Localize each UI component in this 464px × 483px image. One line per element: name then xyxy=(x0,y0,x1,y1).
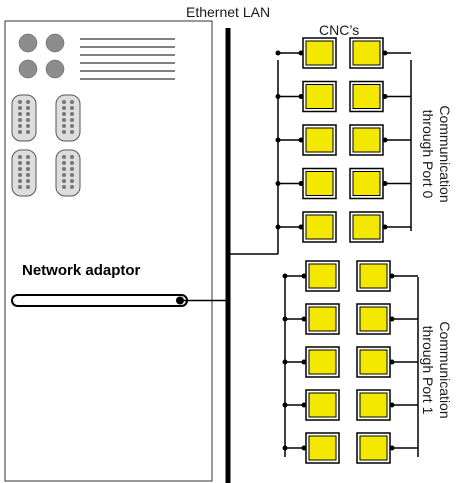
port1-label-line2: through Port 1 xyxy=(420,325,436,415)
cnc-box xyxy=(359,435,388,461)
cnc-rows-port-0 xyxy=(275,37,411,243)
junction-dot xyxy=(282,402,288,408)
junction-dot xyxy=(275,181,281,186)
junction-dot xyxy=(282,359,288,365)
cnc-box xyxy=(352,40,381,66)
cnc-box xyxy=(305,40,334,66)
junction-dot xyxy=(282,316,288,322)
dsub-connector xyxy=(55,94,81,142)
cnc-box xyxy=(308,435,337,461)
cnc-row xyxy=(275,167,411,200)
cnc-box xyxy=(359,306,388,332)
port1-label: Communication through Port 1 xyxy=(419,285,453,455)
dsub-connectors xyxy=(11,94,81,197)
cncs-label: CNC’s xyxy=(319,22,360,38)
cnc-box xyxy=(305,171,334,196)
junction-dot xyxy=(275,50,281,56)
junction-dot xyxy=(275,137,281,143)
cnc-box xyxy=(352,214,381,240)
junction-dot xyxy=(282,273,288,279)
network-adaptor-label: Network adaptor xyxy=(22,262,141,279)
dsub-connector xyxy=(11,94,37,142)
junction-dot xyxy=(275,94,281,99)
cnc-rows-port-1 xyxy=(282,260,418,464)
cnc-box xyxy=(305,84,334,109)
cnc-row xyxy=(282,432,418,464)
cnc-box xyxy=(359,392,388,418)
dsub-connector xyxy=(55,149,81,197)
port0-label-line1: Communication xyxy=(437,105,453,203)
cnc-row xyxy=(282,303,418,335)
cnc-box xyxy=(308,263,337,289)
port0-label-line2: through Port 0 xyxy=(420,109,436,199)
dsub-connector xyxy=(11,149,37,197)
cnc-box xyxy=(359,349,388,375)
cnc-box xyxy=(308,392,337,418)
cnc-box xyxy=(352,171,381,196)
controller-cabinet xyxy=(4,20,213,482)
cnc-row xyxy=(275,80,411,113)
cnc-row xyxy=(275,37,411,69)
cnc-box xyxy=(352,127,381,153)
ethernet-lan-label: Ethernet LAN xyxy=(186,4,271,20)
cnc-box xyxy=(359,263,388,289)
adaptor-port-dot xyxy=(176,296,184,305)
cnc-box xyxy=(308,349,337,375)
vent-lines xyxy=(80,38,175,80)
port1-label-line1: Communication xyxy=(437,321,453,419)
cnc-box xyxy=(352,84,381,109)
cnc-row xyxy=(275,124,411,156)
cnc-row xyxy=(282,260,418,292)
cnc-group-port-0 xyxy=(228,60,412,255)
network-adaptor-bar xyxy=(11,294,188,307)
port0-label: Communication through Port 0 xyxy=(419,69,453,239)
cnc-box xyxy=(305,127,334,153)
junction-dot xyxy=(282,445,288,451)
round-ports xyxy=(18,33,65,79)
cnc-box xyxy=(305,214,334,240)
cnc-box xyxy=(308,306,337,332)
cnc-row xyxy=(282,389,418,421)
cnc-row xyxy=(275,211,411,243)
cnc-row xyxy=(282,346,418,378)
junction-dot xyxy=(275,224,281,230)
cnc-group-port-1 xyxy=(284,277,419,457)
